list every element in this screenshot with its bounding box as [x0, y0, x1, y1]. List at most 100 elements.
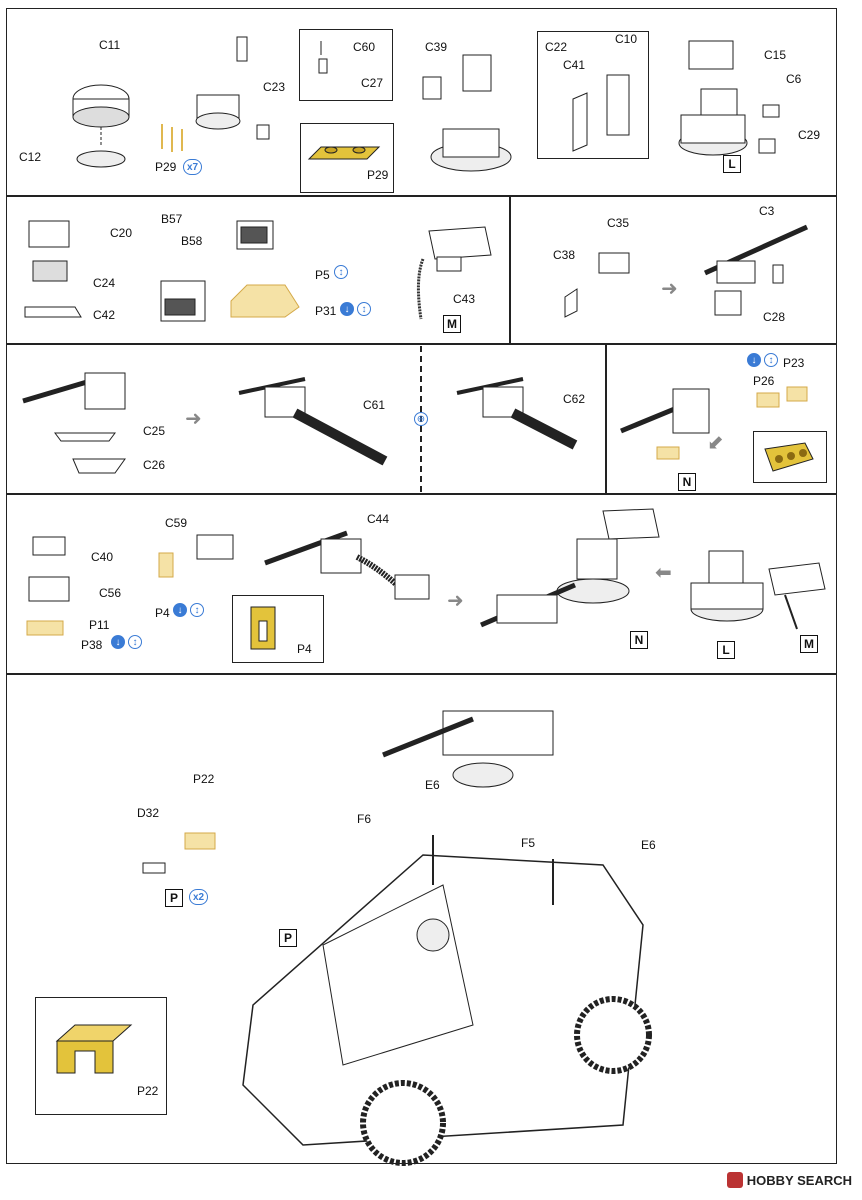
p22-photo-etch-detail — [55, 1024, 133, 1074]
label-c11: C11 — [99, 38, 121, 52]
step-row-5: P22 D32 P x2 P22 E6 F6 F5 E6 P — [6, 674, 837, 1166]
turret-base-drawing — [690, 550, 826, 630]
c20-assembly-drawing — [24, 220, 82, 318]
orientation-icon-p23: ↕ — [764, 353, 778, 367]
label-c27: C27 — [361, 76, 384, 90]
sub-assembly-tag-l: L — [723, 155, 741, 173]
label-p31: P31 — [315, 304, 337, 318]
orientation-icon-p31: ↕ — [357, 302, 371, 316]
p29-part-drawing — [307, 146, 381, 160]
step-arrow-left: ⬅ — [655, 562, 672, 584]
n-gun-assembly-drawing — [620, 388, 710, 460]
label-p29: P29 — [155, 160, 177, 174]
step-arrow: ➜ — [447, 590, 464, 612]
fold-down-icon-p4: ↓ — [173, 603, 187, 617]
label-c60: C60 — [353, 40, 376, 54]
label-f5: F5 — [521, 836, 536, 850]
label-c59: C59 — [165, 516, 188, 530]
p4-inset — [232, 595, 324, 663]
step-row-2: C20 C24 C42 B57 B58 P5 ↕ P31 ↓ ↕ C43 M — [6, 196, 510, 344]
label-p11: P11 — [89, 618, 110, 632]
c15-assembly-drawing — [678, 40, 780, 156]
step-row-2-right: C35 C38 ➜ C3 C28 — [510, 196, 837, 344]
c25-gun-drawing — [22, 372, 126, 474]
fold-down-icon-p38: ↓ — [111, 635, 125, 649]
p22-d32-assembly-drawing — [142, 832, 216, 874]
c43-assembly-drawing — [416, 226, 492, 320]
c60-inset — [299, 29, 393, 101]
watermark: HOBBY SEARCH — [726, 1172, 852, 1188]
label-c23: C23 — [263, 80, 286, 94]
label-c3: C3 — [759, 204, 775, 218]
label-c42: C42 — [93, 308, 116, 322]
label-c40: C40 — [91, 550, 114, 564]
mounted-turret-drawing — [480, 508, 660, 628]
option-icon: ⊕ — [414, 412, 428, 426]
watermark-text: HOBBY SEARCH — [746, 1172, 852, 1188]
step-arrow: ➜ — [185, 408, 202, 430]
c40-assembly-drawing — [26, 536, 70, 636]
orientation-icon-p4: ↕ — [190, 603, 204, 617]
step-row-3: C25 C26 ➜ C61 C62 — [6, 344, 606, 494]
sub-assembly-tag-p: P — [165, 889, 183, 907]
c22-inset — [537, 31, 649, 159]
step-row-4: C40 C56 P11 P38 ↓ ↕ C59 P4 ↓ ↕ P4 C44 ➜ … — [6, 494, 837, 674]
b57-assembly-drawing — [160, 280, 206, 322]
c61-gun-drawing — [238, 377, 388, 466]
label-p22-inset: P22 — [137, 1084, 159, 1098]
orientation-icon-p38: ↕ — [128, 635, 142, 649]
label-p38: P38 — [81, 638, 103, 652]
label-c61: C61 — [363, 398, 386, 412]
label-c10: C10 — [615, 32, 638, 46]
label-p23: P23 — [783, 356, 805, 370]
label-p29-inset: P29 — [367, 168, 389, 182]
label-c38: C38 — [553, 248, 576, 262]
hobby-search-logo-icon — [726, 1172, 743, 1188]
label-c28: C28 — [763, 310, 786, 324]
c11-turret-drawing — [72, 84, 130, 168]
sub-assembly-tag-p: P — [279, 929, 297, 947]
label-c24: C24 — [93, 276, 116, 290]
c60-part-drawing — [236, 36, 328, 74]
label-c41: C41 — [563, 58, 586, 72]
p26-photo-etch-drawing — [756, 386, 808, 408]
label-d32: D32 — [137, 806, 160, 820]
label-c20: C20 — [110, 226, 133, 240]
sub-assembly-tag-m: M — [800, 635, 818, 653]
fold-down-icon-p23: ↓ — [747, 353, 761, 367]
label-c22: C22 — [545, 40, 568, 54]
label-c12: C12 — [19, 150, 42, 164]
turret-assembly-drawing — [195, 94, 270, 140]
label-c39: C39 — [425, 40, 448, 54]
orientation-icon-p5: ↕ — [334, 265, 348, 279]
c44-gun-assembly-drawing — [264, 530, 430, 600]
label-p22: P22 — [193, 772, 215, 786]
label-c56: C56 — [99, 586, 122, 600]
vehicle-main-drawing — [242, 710, 652, 1166]
label-c26: C26 — [143, 458, 166, 472]
sub-assembly-tag-m: M — [443, 315, 461, 333]
label-c29: C29 — [798, 128, 821, 142]
label-b57: B57 — [161, 212, 183, 226]
fold-down-icon-p31: ↓ — [340, 302, 354, 316]
c41-part-drawing — [572, 74, 630, 152]
label-c15: C15 — [764, 48, 787, 62]
p26-photo-etch-detail — [764, 442, 814, 472]
label-p5: P5 — [315, 268, 330, 282]
c35-assembly-drawing — [564, 252, 630, 318]
step-row-1: C11 C12 C23 P29 x7 C60 C27 P29 C39 C22 C… — [6, 8, 837, 196]
step-arrow: ➜ — [661, 278, 678, 300]
quantity-badge-x7: x7 — [183, 159, 203, 175]
label-c6: C6 — [786, 72, 802, 86]
step-arrow-left: ⬋ — [707, 432, 724, 454]
label-e6-right: E6 — [641, 838, 656, 852]
c3-gun-assembly-drawing — [703, 224, 809, 316]
photo-etch-brackets-drawing — [161, 124, 183, 152]
c59-assembly-drawing — [158, 534, 234, 578]
c62-gun-drawing — [456, 377, 578, 450]
sub-assembly-tag-n: N — [678, 473, 696, 491]
label-p4-inset: P4 — [297, 642, 312, 656]
label-f6: F6 — [357, 812, 372, 826]
label-b58: B58 — [181, 234, 203, 248]
label-c62: C62 — [563, 392, 586, 406]
